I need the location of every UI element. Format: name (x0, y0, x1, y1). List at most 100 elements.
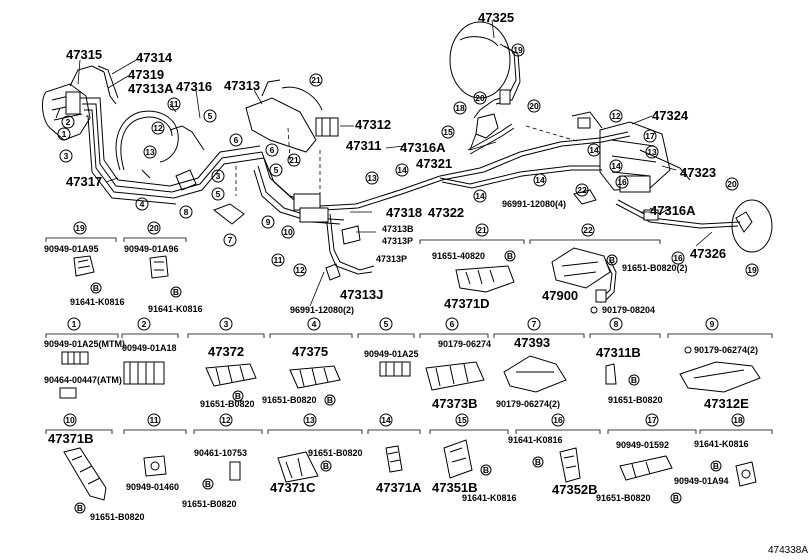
svg-text:13: 13 (145, 147, 155, 157)
svg-text:7: 7 (532, 319, 537, 329)
svg-text:21: 21 (311, 75, 321, 85)
label-47324: 47324 (652, 108, 689, 123)
svg-text:16: 16 (617, 177, 627, 187)
svg-text:B: B (631, 375, 637, 385)
group-16: 16 91641-K0816 B 47352B (508, 413, 601, 497)
label-47319: 47319 (128, 67, 164, 82)
svg-text:5: 5 (384, 319, 389, 329)
svg-text:14: 14 (397, 165, 407, 175)
group-4: 4 47375 91651-B0820 B (262, 317, 353, 406)
label-96991-12080-2: 96991-12080(2) (290, 305, 354, 315)
svg-text:5: 5 (208, 111, 213, 121)
label-91651-b0820-a: 91651-B0820 (200, 399, 255, 409)
label-90949-01a96: 90949-01A96 (124, 244, 179, 254)
callout-20: 20 (473, 91, 487, 105)
callout-5: 5 (203, 109, 217, 123)
svg-text:12: 12 (221, 415, 231, 425)
svg-text:B: B (535, 457, 541, 467)
label-47318: 47318 (386, 205, 422, 220)
label-47311: 47311 (346, 138, 381, 153)
svg-text:11: 11 (274, 255, 283, 265)
svg-text:19: 19 (747, 265, 757, 275)
label-90949-01a25-mtm: 90949-01A25(MTM) (44, 339, 125, 349)
svg-text:4: 4 (140, 199, 145, 209)
group-7: 7 47393 90179-06274(2) (493, 317, 585, 409)
label-47371b: 47371B (48, 431, 94, 446)
svg-text:16: 16 (673, 253, 683, 263)
callout-14e: 14 (609, 159, 623, 173)
label-47373b: 47373B (432, 396, 478, 411)
part-numbers-upper: 47315 47314 47319 47313A 47316 47313 473… (66, 10, 726, 315)
group-15: 15 B 47351B 91641-K0816 (429, 413, 517, 503)
svg-text:18: 18 (733, 415, 743, 425)
label-91651-b0820-c: 91651-B0820 (608, 395, 663, 405)
svg-text:13: 13 (367, 173, 377, 183)
callouts-upper: 2 1 3 4 11 12 13 5 3 5 8 7 6 6 5 9 10 11… (57, 43, 759, 277)
callout-14c: 14 (533, 173, 547, 187)
main-tube-bundle (80, 65, 265, 205)
svg-text:B: B (173, 287, 179, 297)
label-47314: 47314 (136, 50, 173, 65)
label-47371a: 47371A (376, 480, 422, 495)
label-47313: 47313 (224, 78, 260, 93)
callout-6: 6 (229, 133, 243, 147)
svg-text:14: 14 (589, 145, 599, 155)
svg-text:9: 9 (710, 319, 715, 329)
svg-text:20: 20 (149, 223, 159, 233)
svg-text:8: 8 (614, 319, 619, 329)
svg-text:6: 6 (450, 319, 455, 329)
callout-10: 10 (281, 225, 295, 239)
label-47351b: 47351B (432, 480, 478, 495)
master-cylinder-left (42, 65, 105, 141)
svg-text:B: B (93, 283, 99, 293)
parts-row-2: 10 47371B B 91651-B0820 11 90949-01460 1… (45, 413, 773, 522)
svg-text:5: 5 (216, 189, 221, 199)
svg-text:9: 9 (266, 217, 271, 227)
label-91651-b0820-2: 91651-B0820(2) (622, 263, 688, 273)
label-90179-06274-2b: 90179-06274(2) (694, 345, 758, 355)
label-90464-00447-atm: 90464-00447(ATM) (44, 375, 122, 385)
label-47372: 47372 (208, 344, 244, 359)
svg-text:13: 13 (305, 415, 315, 425)
callout-5b: 5 (211, 187, 225, 201)
label-47322: 47322 (428, 205, 464, 220)
svg-text:B: B (235, 391, 241, 401)
callout-17: 17 (643, 129, 657, 143)
label-96991-12080-4: 96991-12080(4) (502, 199, 566, 209)
label-90179-08204: 90179-08204 (602, 305, 655, 315)
label-47312e: 47312E (704, 396, 749, 411)
label-91641-k0816-b: 91641-K0816 (148, 304, 203, 314)
svg-text:B: B (507, 251, 513, 261)
svg-text:3: 3 (216, 171, 221, 181)
group-12: 12 90461-10753 B 91651-B0820 (182, 413, 263, 509)
junction-47316a (469, 113, 499, 151)
callout-16b: 16 (671, 251, 685, 265)
svg-text:17: 17 (647, 415, 657, 425)
callout-12: 12 (151, 121, 165, 135)
callout-13c: 13 (645, 145, 659, 159)
label-90179-06274-2a: 90179-06274(2) (496, 399, 560, 409)
label-47393: 47393 (514, 335, 550, 350)
group-20: 20 90949-01A96 B 91641-K0816 (123, 221, 203, 314)
label-91651-40820: 91651-40820 (432, 251, 485, 261)
svg-text:4: 4 (312, 319, 317, 329)
callout-1: 1 (57, 127, 71, 141)
right-tubes (439, 123, 631, 189)
group-5: 5 90949-01A25 (357, 317, 419, 377)
label-47900: 47900 (542, 288, 578, 303)
label-91641-k0816-a: 91641-K0816 (70, 297, 125, 307)
group-1: 1 90949-01A25(MTM) 90464-00447(ATM) (44, 317, 125, 399)
svg-text:20: 20 (727, 179, 737, 189)
label-47315: 47315 (66, 47, 102, 62)
label-91651-b0820-f: 91651-B0820 (308, 448, 363, 458)
svg-text:2: 2 (142, 319, 147, 329)
label-90949-01460: 90949-01460 (126, 482, 179, 492)
svg-text:3: 3 (64, 151, 69, 161)
center-tubes (253, 151, 485, 275)
callout-6b: 6 (265, 143, 279, 157)
svg-text:18: 18 (455, 103, 465, 113)
callout-19b: 19 (745, 263, 759, 277)
label-90461-10753: 90461-10753 (194, 448, 247, 458)
svg-text:1: 1 (72, 319, 77, 329)
label-47313a: 47313A (128, 81, 174, 96)
